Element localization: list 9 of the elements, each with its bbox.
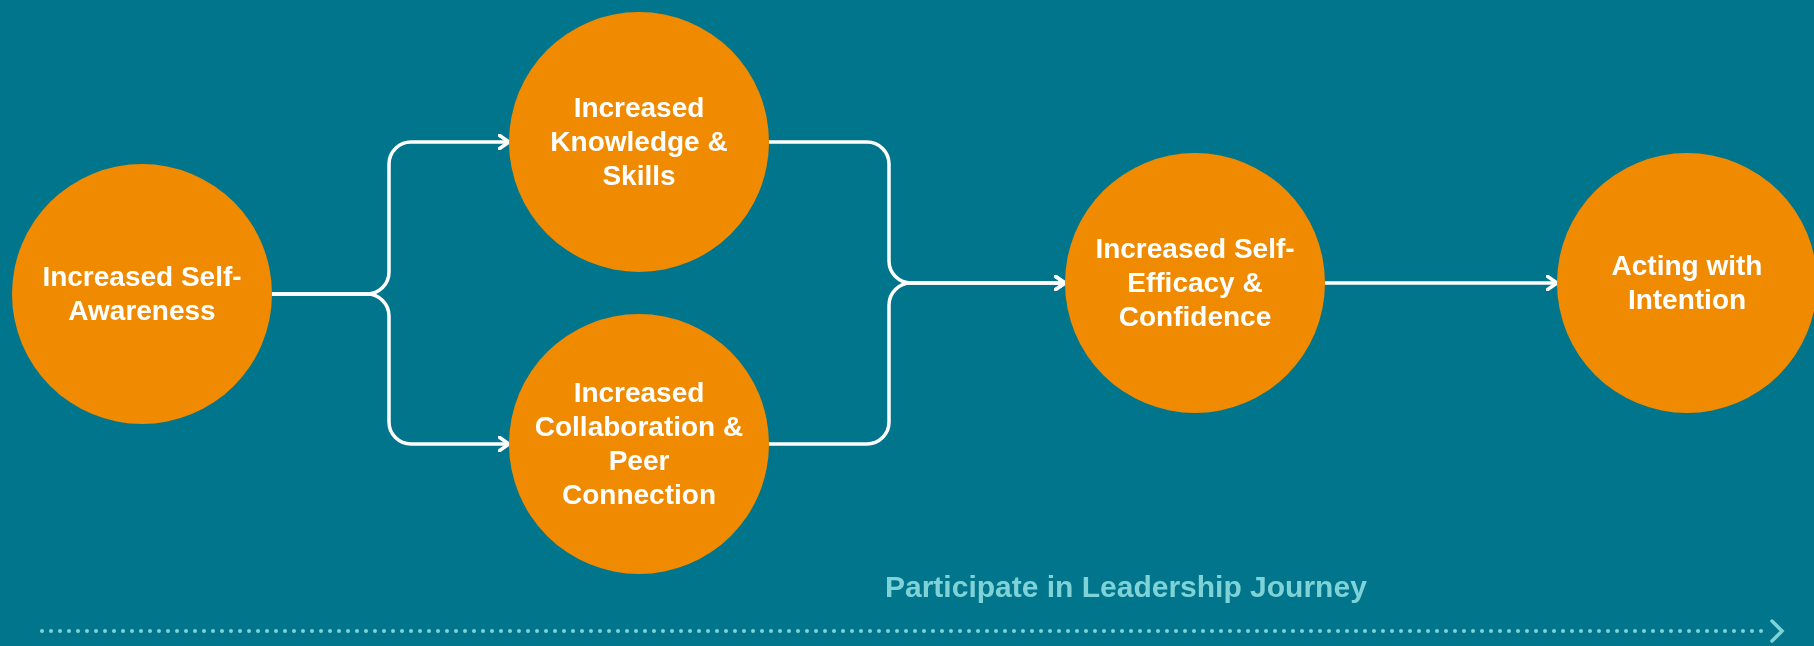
- journey-label: Participate in Leadership Journey: [885, 570, 1367, 604]
- node-label: Increased Knowledge & Skills: [549, 90, 729, 194]
- arrow: [272, 292, 511, 453]
- node-label: Acting with Intention: [1610, 248, 1764, 317]
- arrow: [1325, 274, 1559, 292]
- arrow: [769, 274, 1067, 446]
- node-label: Increased Self-Awareness: [41, 259, 243, 328]
- node-label: Increased Self- Efficacy & Confidence: [1094, 231, 1296, 335]
- node-label: Increased Collaboration & Peer Connection: [533, 375, 745, 513]
